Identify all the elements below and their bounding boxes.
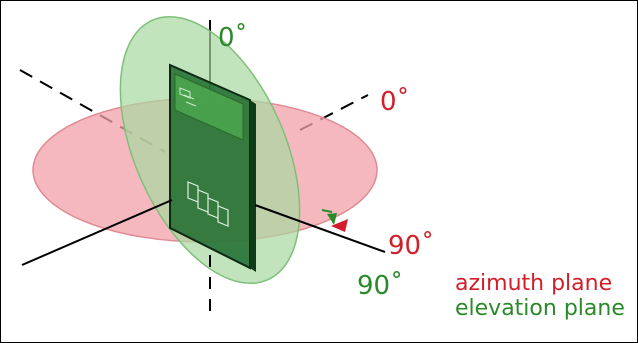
axis-front-right: [254, 204, 386, 253]
azimuth-arrow: [331, 219, 348, 232]
azimuth-zero-label: 0˚: [380, 87, 410, 117]
legend-azimuth: azimuth plane: [455, 271, 612, 296]
elevation-zero-label: 0˚: [218, 23, 248, 53]
elevation-arrow: [321, 209, 337, 225]
elevation-ninety-label: 90˚: [357, 271, 403, 301]
legend-elevation: elevation plane: [455, 296, 625, 321]
axis-front-left: [21, 199, 173, 266]
azimuth-ninety-label: 90˚: [388, 231, 434, 261]
antenna-board: [169, 63, 256, 272]
